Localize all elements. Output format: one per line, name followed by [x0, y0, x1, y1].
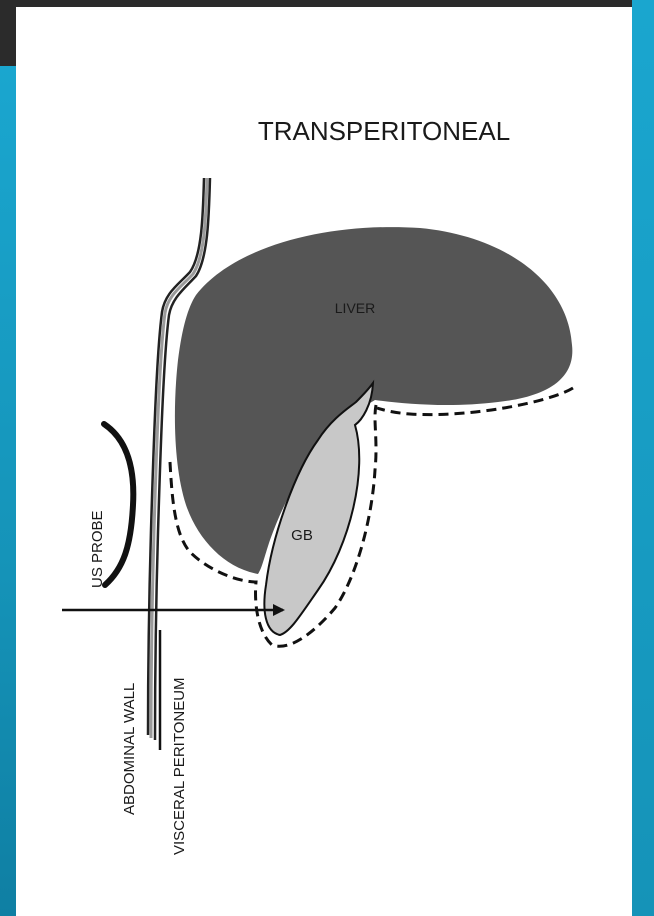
us-probe-shape: [104, 424, 133, 585]
liver-label: LIVER: [335, 300, 375, 316]
gallbladder-label: GB: [291, 527, 313, 544]
abdominal-wall-label: ABDOMINAL WALL: [121, 683, 138, 815]
liver-shape: [175, 227, 572, 574]
us-probe-label: US PROBE: [89, 510, 106, 588]
diagram-title: TRANSPERITONEAL: [258, 116, 510, 146]
visceral-peritoneum-label: VISCERAL PERITONEUM: [171, 677, 188, 855]
